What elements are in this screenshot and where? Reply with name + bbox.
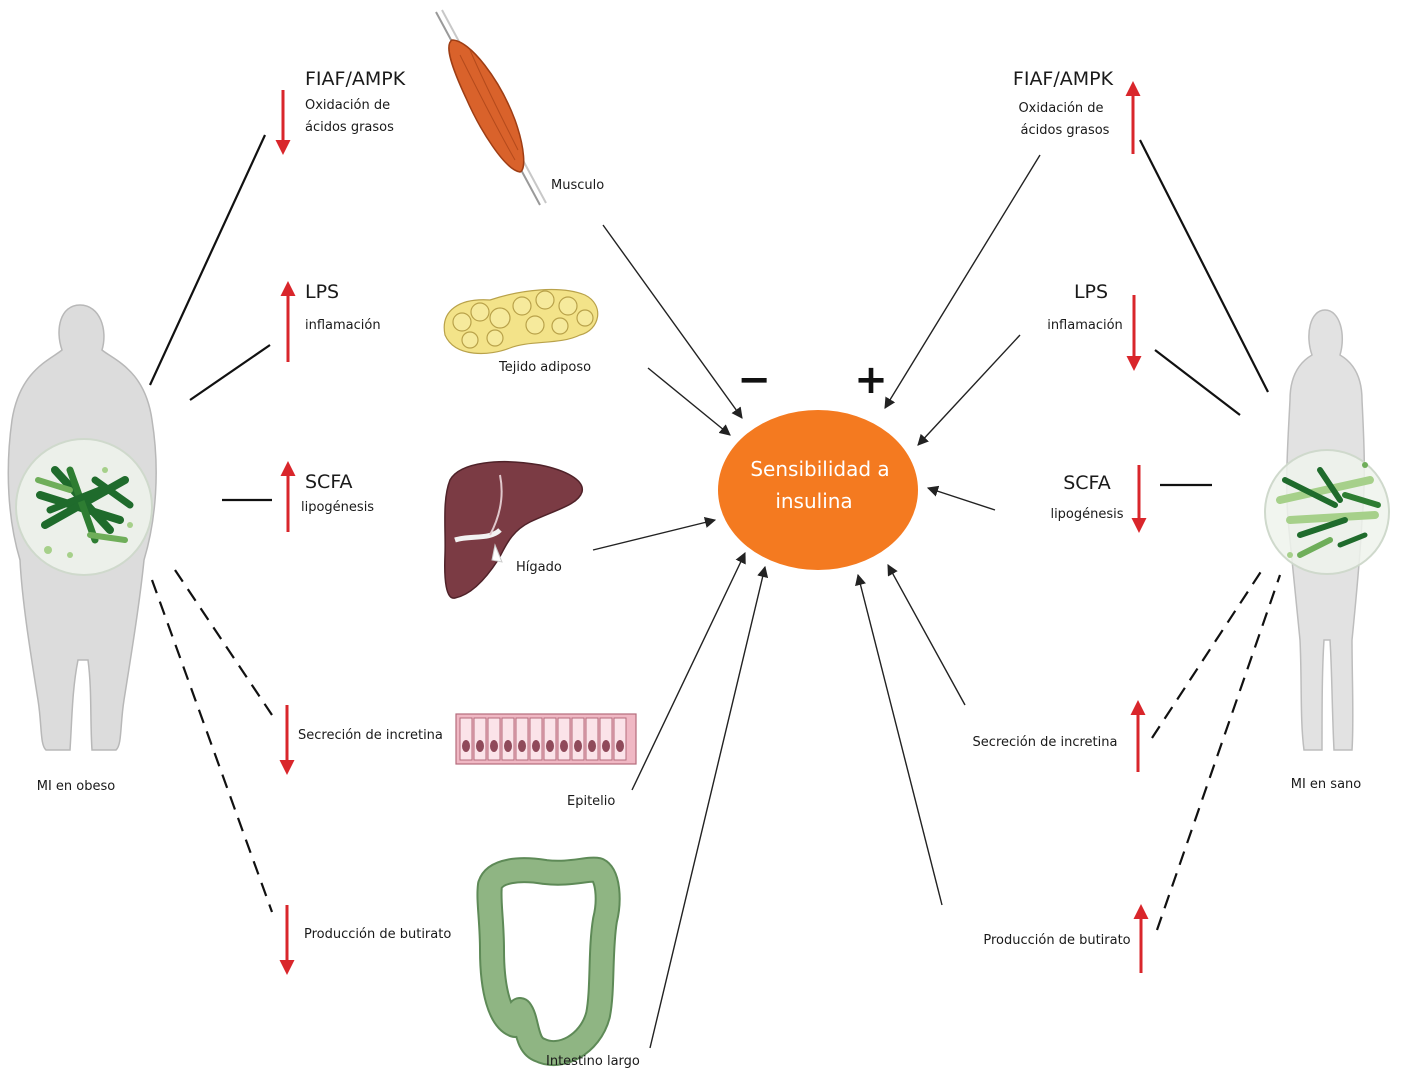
left-fiaf-line1: Oxidación de (305, 98, 390, 113)
right-fiaf-line2: ácidos grasos (1021, 123, 1110, 138)
adipose-tissue-icon (444, 290, 597, 354)
right-factor-lps: LPS inflamación (1047, 281, 1134, 368)
muscle-icon (436, 10, 546, 205)
right-incretin-title: Secreción de incretina (973, 735, 1118, 750)
left-lps-title: LPS (305, 281, 339, 303)
right-lps-title: LPS (1074, 281, 1108, 303)
center-line-1: Sensibilidad a (750, 457, 889, 481)
healthy-human-figure-icon: MI en sano (1265, 310, 1389, 792)
right-factor-scfa: SCFA lipogénesis (1050, 465, 1139, 530)
center-line-2: insulina (775, 489, 852, 513)
right-scfa-title: SCFA (1063, 472, 1111, 494)
right-scfa-line1: lipogénesis (1050, 507, 1123, 522)
colon-label: Intestino largo (546, 1054, 640, 1069)
right-fiaf-line1: Oxidación de (1018, 101, 1103, 116)
center-arrows (593, 155, 1040, 1048)
left-factor-butyrate: Producción de butirato (287, 905, 451, 972)
left-scfa-line1: lipogénesis (301, 500, 374, 515)
right-factor-fiaf: FIAF/AMPK Oxidación de ácidos grasos (1013, 68, 1133, 154)
epithelium-label: Epitelio (567, 794, 615, 809)
right-connectors (1140, 140, 1280, 930)
left-fiaf-title: FIAF/AMPK (305, 68, 406, 90)
epithelium-icon (456, 714, 636, 764)
left-connectors (150, 135, 272, 912)
left-scfa-title: SCFA (305, 471, 353, 493)
right-butyrate-title: Producción de butirato (983, 933, 1130, 948)
insulin-sensitivity-node: Sensibilidad a insulina (718, 410, 918, 570)
right-factor-incretin: Secreción de incretina (973, 703, 1138, 772)
left-figure-label: MI en obeso (37, 779, 116, 794)
left-fiaf-line2: ácidos grasos (305, 120, 394, 135)
liver-icon (445, 462, 583, 598)
left-factor-lps: LPS inflamación (288, 281, 381, 362)
left-incretin-title: Secreción de incretina (298, 728, 443, 743)
obese-human-figure-icon: MI en obeso (8, 305, 156, 794)
right-lps-line1: inflamación (1047, 318, 1123, 333)
large-intestine-icon (489, 870, 607, 1053)
liver-label: Hígado (516, 560, 562, 575)
negative-sign: − (737, 357, 771, 403)
left-lps-line1: inflamación (305, 318, 381, 333)
right-fiaf-title: FIAF/AMPK (1013, 68, 1114, 90)
positive-sign: + (854, 357, 888, 403)
left-factor-fiaf: FIAF/AMPK Oxidación de ácidos grasos (283, 68, 406, 152)
muscle-label: Musculo (551, 178, 604, 193)
left-factor-scfa: SCFA lipogénesis (288, 464, 374, 532)
adipose-label: Tejido adiposo (498, 360, 591, 375)
right-figure-label: MI en sano (1291, 777, 1362, 792)
left-factor-incretin: Secreción de incretina (287, 705, 443, 772)
right-factor-butyrate: Producción de butirato (983, 907, 1141, 973)
left-butyrate-title: Producción de butirato (304, 927, 451, 942)
